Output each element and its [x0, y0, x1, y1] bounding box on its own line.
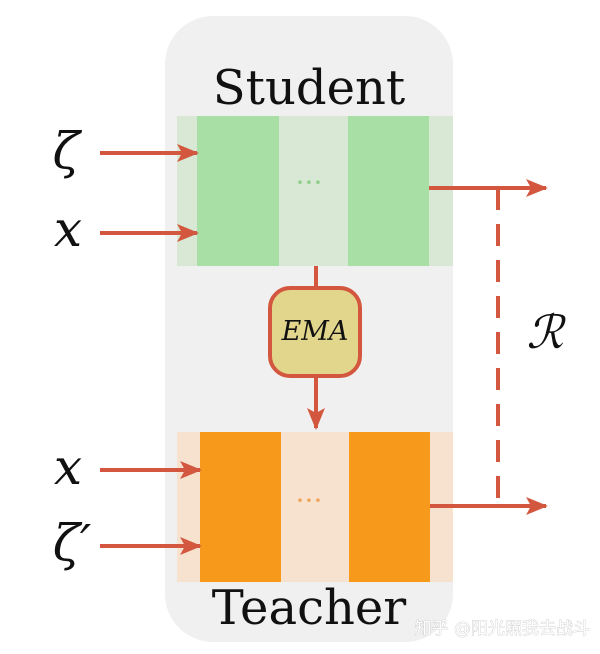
student-layer-2	[348, 116, 429, 266]
watermark: 知乎 @阳光照我去战斗	[415, 619, 590, 639]
teacher-ellipsis: ···	[296, 484, 323, 517]
input-x-label-student: x	[54, 200, 82, 258]
input-x-label-teacher: x	[54, 438, 82, 496]
ema-box	[268, 286, 362, 378]
relation-label: ℛ	[527, 305, 567, 359]
teacher-layer-1	[200, 432, 281, 582]
student-ellipsis: ···	[296, 166, 323, 199]
ema-label: EMA	[281, 316, 349, 347]
student-layer-1	[197, 116, 279, 266]
student-title: Student	[213, 60, 405, 116]
teacher-title: Teacher	[212, 580, 407, 636]
student-network: ···	[177, 116, 453, 266]
teacher-network: ···	[177, 432, 453, 582]
input-zeta-prime-label: ζ′	[53, 514, 92, 572]
input-zeta-label: ζ	[52, 122, 82, 180]
teacher-layer-2	[349, 432, 430, 582]
